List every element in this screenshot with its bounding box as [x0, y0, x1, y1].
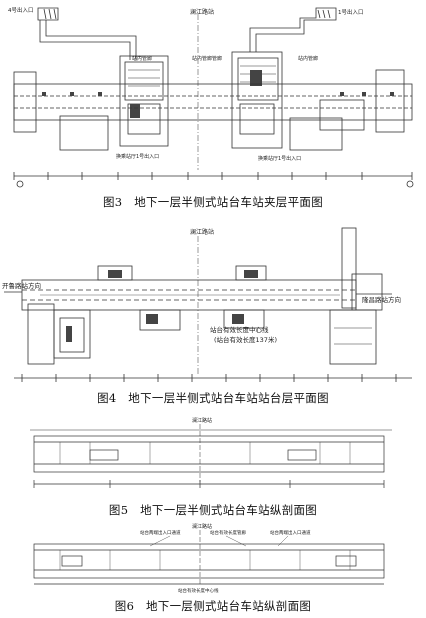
fig6-note-left: 站台两端出入口通道	[140, 529, 181, 536]
fig6-note-center: 站台有效长度管廊	[210, 529, 246, 536]
fig3-middle-center-label: 站内管廊管廊	[192, 55, 222, 62]
fig3-middle-right-label: 站内管廊	[298, 55, 318, 62]
fig4-road-label: 澜江路站	[190, 228, 214, 236]
fig6-note-right: 站台两端出入口通道	[270, 529, 311, 536]
fig5-caption: 图5 地下一层半侧式站台车站纵剖面图	[108, 503, 318, 517]
fig4-direction-left: 开鲁路站方向	[2, 281, 41, 290]
fig6-top-label: 澜江路站	[192, 523, 212, 530]
fig3-exit-right-label: 1号出入口	[338, 8, 364, 16]
fig4-note-line1: 站台有效长度中心线	[210, 325, 269, 334]
figure-4: 澜江路站 开鲁路站方向 隆昌路站方向 站台有效长度中心线 (站台有效长度137米…	[0, 218, 426, 408]
figure-6: 澜江路站 站台两端出入口通道 站台有效长度管廊 站台两端出入口通道 站台有效长度…	[0, 522, 426, 618]
figure-3: 澜江路站 4号出入口 1号出入口 站内管廊 站内管廊管廊 站内管廊 换乘站厅1号…	[0, 0, 426, 212]
fig6-bottom-note: 站台有效长度中心线	[178, 587, 219, 594]
fig3-entrance-left-label: 换乘站厅1号出入口	[116, 153, 159, 160]
figure-6-drawing: 澜江路站 站台两端出入口通道 站台有效长度管廊 站台两端出入口通道 站台有效长度…	[33, 523, 385, 594]
fig3-exit-left-label: 4号出入口	[8, 6, 34, 14]
fig3-caption: 图3 地下一层半侧式站台车站夹层平面图	[102, 195, 323, 209]
fig5-top-label: 澜江路站	[192, 417, 212, 424]
fig4-caption: 图4 地下一层半侧式站台车站站台层平面图	[97, 391, 329, 405]
fig3-road-label: 澜江路站	[190, 8, 214, 16]
fig3-middle-left-label: 站内管廊	[132, 55, 152, 62]
figure-5: 澜江路站 图5 地下一层半侧式站台车站纵剖面图	[0, 412, 426, 522]
figure-3-drawing: 澜江路站 4号出入口 1号出入口 站内管廊 站内管廊管廊 站内管廊 换乘站厅1号…	[8, 6, 414, 188]
fig4-note-line2: (站台有效长度137米)	[214, 335, 277, 344]
fig6-caption: 图6 地下一层侧式站台车站纵剖面图	[114, 599, 312, 613]
fig4-direction-right: 隆昌路站方向	[362, 295, 401, 304]
figure-5-drawing: 澜江路站	[30, 417, 392, 488]
figure-4-drawing: 澜江路站 开鲁路站方向 隆昌路站方向 站台有效长度中心线 (站台有效长度137米…	[2, 227, 412, 382]
fig3-entrance-right-label: 换乘站厅1号出入口	[258, 155, 301, 162]
